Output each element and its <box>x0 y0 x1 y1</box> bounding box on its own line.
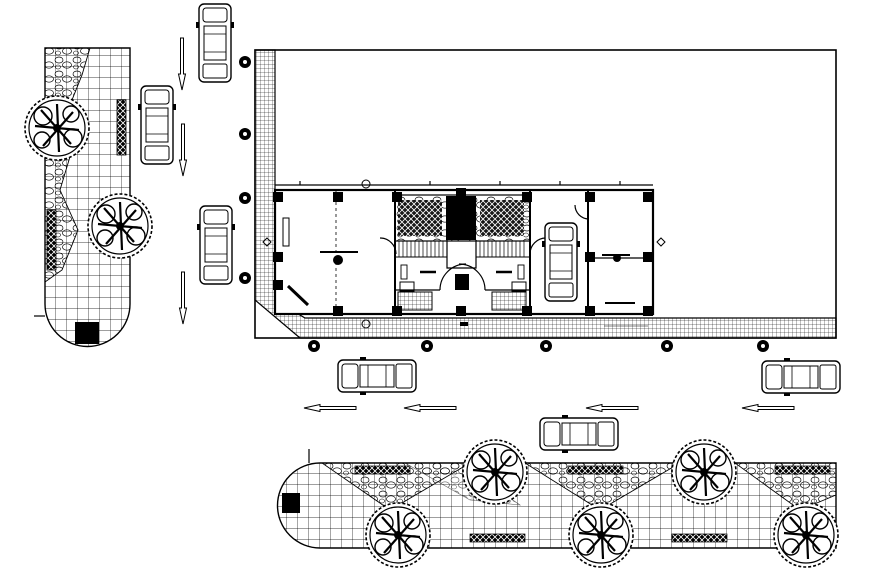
car-icon <box>196 205 236 285</box>
building-floor-plan <box>262 179 666 329</box>
car-icon <box>337 356 417 396</box>
car-icon <box>137 85 177 165</box>
tree-icon <box>772 501 840 569</box>
column-icon <box>661 340 673 352</box>
arrow-icon <box>178 37 186 91</box>
column-icon <box>239 272 251 284</box>
arrow-icon <box>585 404 639 412</box>
arrow-icon <box>179 271 187 325</box>
column-icon <box>239 192 251 204</box>
building-columns <box>273 188 653 316</box>
column-icon <box>757 340 769 352</box>
front-columns <box>308 340 769 352</box>
car-icon <box>541 222 581 302</box>
tree-icon <box>23 94 91 162</box>
plot-boundary <box>254 49 837 339</box>
car-icon <box>761 357 841 397</box>
arrow-icon <box>179 123 187 177</box>
tree-icon <box>364 501 432 569</box>
furniture <box>282 217 635 307</box>
column-icon <box>540 340 552 352</box>
arrow-icon <box>741 404 795 412</box>
left-sidewalk <box>23 47 154 348</box>
car-icon <box>539 414 619 454</box>
left-road <box>137 3 251 325</box>
tree-icon <box>461 438 529 506</box>
bottom-sidewalk <box>276 438 840 569</box>
arrow-icon <box>303 404 357 412</box>
car-icon <box>195 3 235 83</box>
column-icon <box>239 56 251 68</box>
column-icon <box>239 128 251 140</box>
arrow-icon <box>403 404 457 412</box>
column-icon <box>308 340 320 352</box>
main-road <box>303 356 841 454</box>
tree-icon <box>670 438 738 506</box>
staircase <box>394 240 531 290</box>
column-icon <box>421 340 433 352</box>
tree-icon <box>567 501 635 569</box>
tree-icon <box>86 192 154 260</box>
